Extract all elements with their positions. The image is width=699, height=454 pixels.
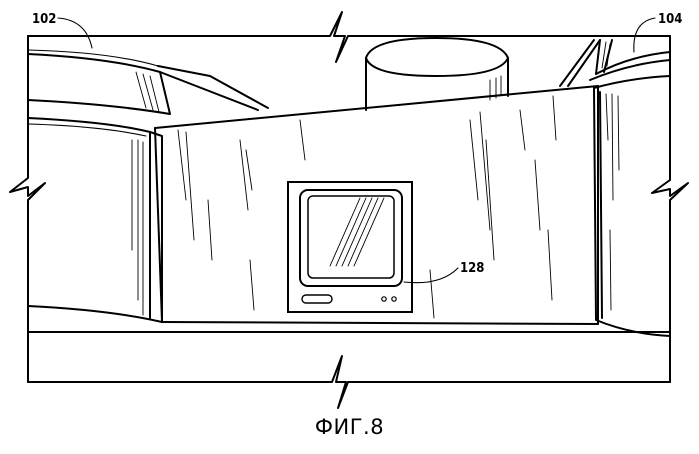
label-128: 128 [460, 261, 484, 276]
right-tank-104 [560, 40, 670, 336]
left-tank-102 [28, 50, 268, 322]
leader-102 [58, 18, 92, 48]
label-104: 104 [658, 12, 682, 27]
monitor-128 [288, 182, 412, 312]
background-tank [366, 38, 508, 110]
label-102: 102 [32, 12, 56, 27]
figure-caption: ФИГ.8 [0, 415, 699, 439]
